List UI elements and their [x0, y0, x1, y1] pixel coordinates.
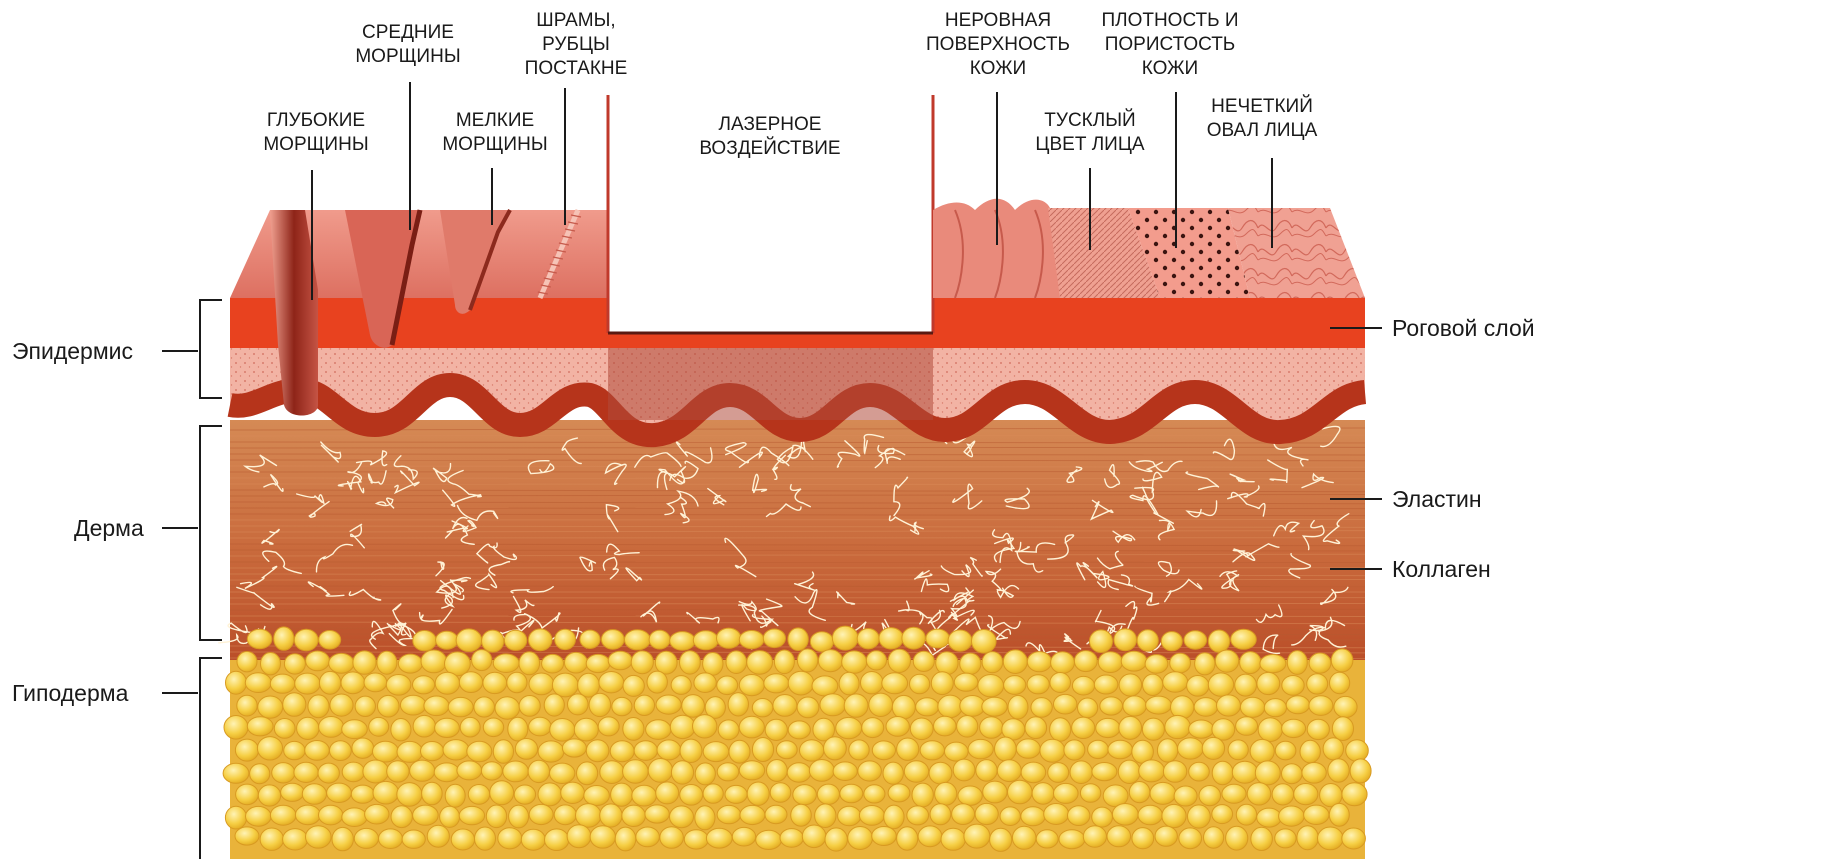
- laser-bottom-band: [608, 333, 933, 348]
- label-epidermis: Эпидермис: [12, 338, 133, 364]
- label-collagen: Коллаген: [1392, 556, 1491, 582]
- dermis-bracket: [200, 426, 222, 640]
- oval-swirl: [1228, 208, 1365, 298]
- stratum-corneum-right: [933, 298, 1365, 348]
- epidermis-bracket: [200, 300, 222, 398]
- laser-affected-zone: [608, 345, 933, 420]
- label-dermis: Дерма: [74, 515, 144, 541]
- label-elastin: Эластин: [1392, 486, 1482, 512]
- label-stratum-corneum: Роговой слой: [1392, 315, 1535, 341]
- hypodermis-bracket: [200, 658, 222, 859]
- left-layer-labels: Эпидермис Дерма Гиподерма: [12, 300, 222, 859]
- label-hypodermis: Гиподерма: [12, 680, 129, 706]
